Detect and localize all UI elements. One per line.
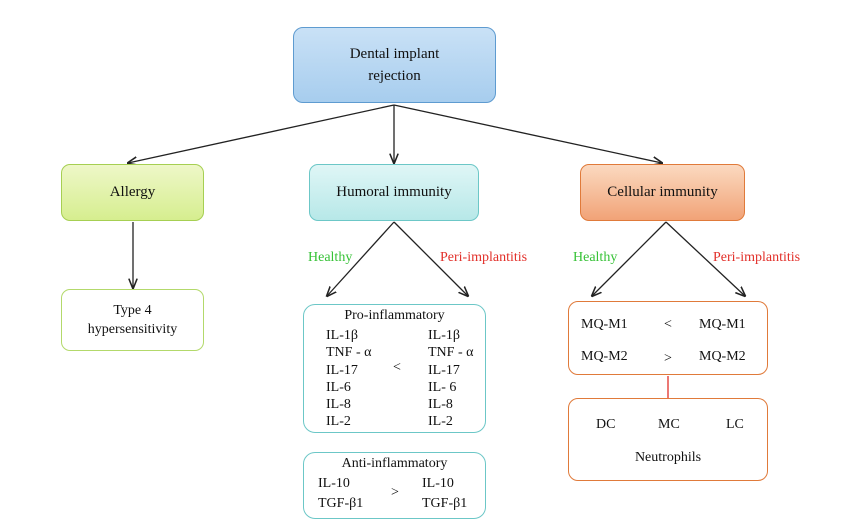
- cellular-immunity-node: Cellular immunity: [580, 164, 745, 221]
- pro-title: Pro-inflammatory: [344, 308, 445, 323]
- mq-row1-comparator: <: [664, 317, 672, 332]
- pro-left-item: IL-1β: [326, 328, 358, 343]
- cell-lc: LC: [726, 417, 744, 432]
- anti-right-item: IL-10: [422, 476, 454, 491]
- pro-right-item: IL-2: [428, 414, 453, 430]
- mq-row1-left: MQ-M1: [581, 317, 628, 332]
- root-node-dental-implant-rejection: Dental implant rejection: [293, 27, 496, 103]
- pro-right-list: IL-1β TNF - α IL-17 IL- 6 IL-8 IL-2: [428, 327, 473, 431]
- cellular-label: Cellular immunity: [607, 184, 718, 200]
- cellular-peri-label: Peri-implantitis: [713, 250, 801, 265]
- pro-left-item: IL-6: [326, 379, 351, 395]
- mq-row2-right: MQ-M2: [699, 349, 746, 364]
- anti-left-item: IL-10: [318, 476, 350, 491]
- pro-left-list: IL-1β TNF - α IL-17 IL-6 IL-8 IL-2: [326, 327, 371, 431]
- pro-comparator: <: [393, 360, 401, 375]
- cellular-healthy-label: Healthy: [573, 250, 618, 265]
- immune-cells-box: DC MC LC Neutrophils: [568, 398, 768, 481]
- pro-right-item: IL-17: [428, 362, 460, 378]
- mq-row2-left: MQ-M2: [581, 349, 628, 364]
- humoral-healthy-label: Healthy: [308, 250, 353, 265]
- arrow-cellular-peri: [665, 221, 745, 296]
- allergy-node: Allergy: [61, 164, 204, 221]
- arrow-root-to-allergy: [128, 104, 395, 163]
- mq-row2-comparator: >: [664, 351, 672, 366]
- type4-line2: hypersensitivity: [87, 322, 178, 337]
- cell-mc: MC: [658, 417, 680, 432]
- pro-left-item: TNF - α: [326, 345, 372, 361]
- pro-inflammatory-box: Pro-inflammatory IL-1β TNF - α IL-17 IL-…: [303, 304, 486, 433]
- arrow-humoral-healthy: [327, 221, 395, 296]
- arrow-cellular-healthy: [592, 221, 667, 296]
- type4-line1: Type 4: [113, 303, 152, 318]
- root-line2: rejection: [368, 68, 421, 84]
- anti-right-list: IL-10 TGF-β1: [422, 474, 467, 514]
- cell-neutrophils: Neutrophils: [634, 450, 702, 465]
- pro-left-item: IL-2: [326, 414, 351, 430]
- mq-row1-right: MQ-M1: [699, 317, 746, 332]
- type4-hypersensitivity-node: Type 4 hypersensitivity: [61, 289, 204, 351]
- pro-right-item: TNF - α: [428, 345, 474, 361]
- anti-title: Anti-inflammatory: [341, 456, 448, 471]
- humoral-immunity-node: Humoral immunity: [309, 164, 479, 221]
- anti-comparator: >: [391, 485, 399, 500]
- anti-inflammatory-box: Anti-inflammatory IL-10 TGF-β1 > IL-10 T…: [303, 452, 486, 519]
- pro-right-item: IL- 6: [428, 379, 457, 395]
- macrophage-box: MQ-M1 < MQ-M1 MQ-M2 > MQ-M2: [568, 301, 768, 375]
- pro-left-item: IL-8: [326, 397, 351, 413]
- arrow-humoral-peri: [393, 221, 468, 296]
- anti-left-item: TGF-β1: [318, 496, 364, 511]
- humoral-label: Humoral immunity: [336, 184, 452, 200]
- pro-left-item: IL-17: [326, 362, 358, 378]
- pro-right-item: IL-1β: [428, 328, 460, 343]
- humoral-peri-label: Peri-implantitis: [440, 250, 528, 265]
- anti-right-item: TGF-β1: [422, 496, 468, 511]
- arrow-root-to-cellular: [393, 104, 662, 163]
- cell-dc: DC: [596, 417, 616, 432]
- root-line1: Dental implant: [349, 46, 440, 62]
- pro-right-item: IL-8: [428, 397, 453, 413]
- allergy-label: Allergy: [109, 184, 156, 200]
- anti-left-list: IL-10 TGF-β1: [318, 474, 363, 514]
